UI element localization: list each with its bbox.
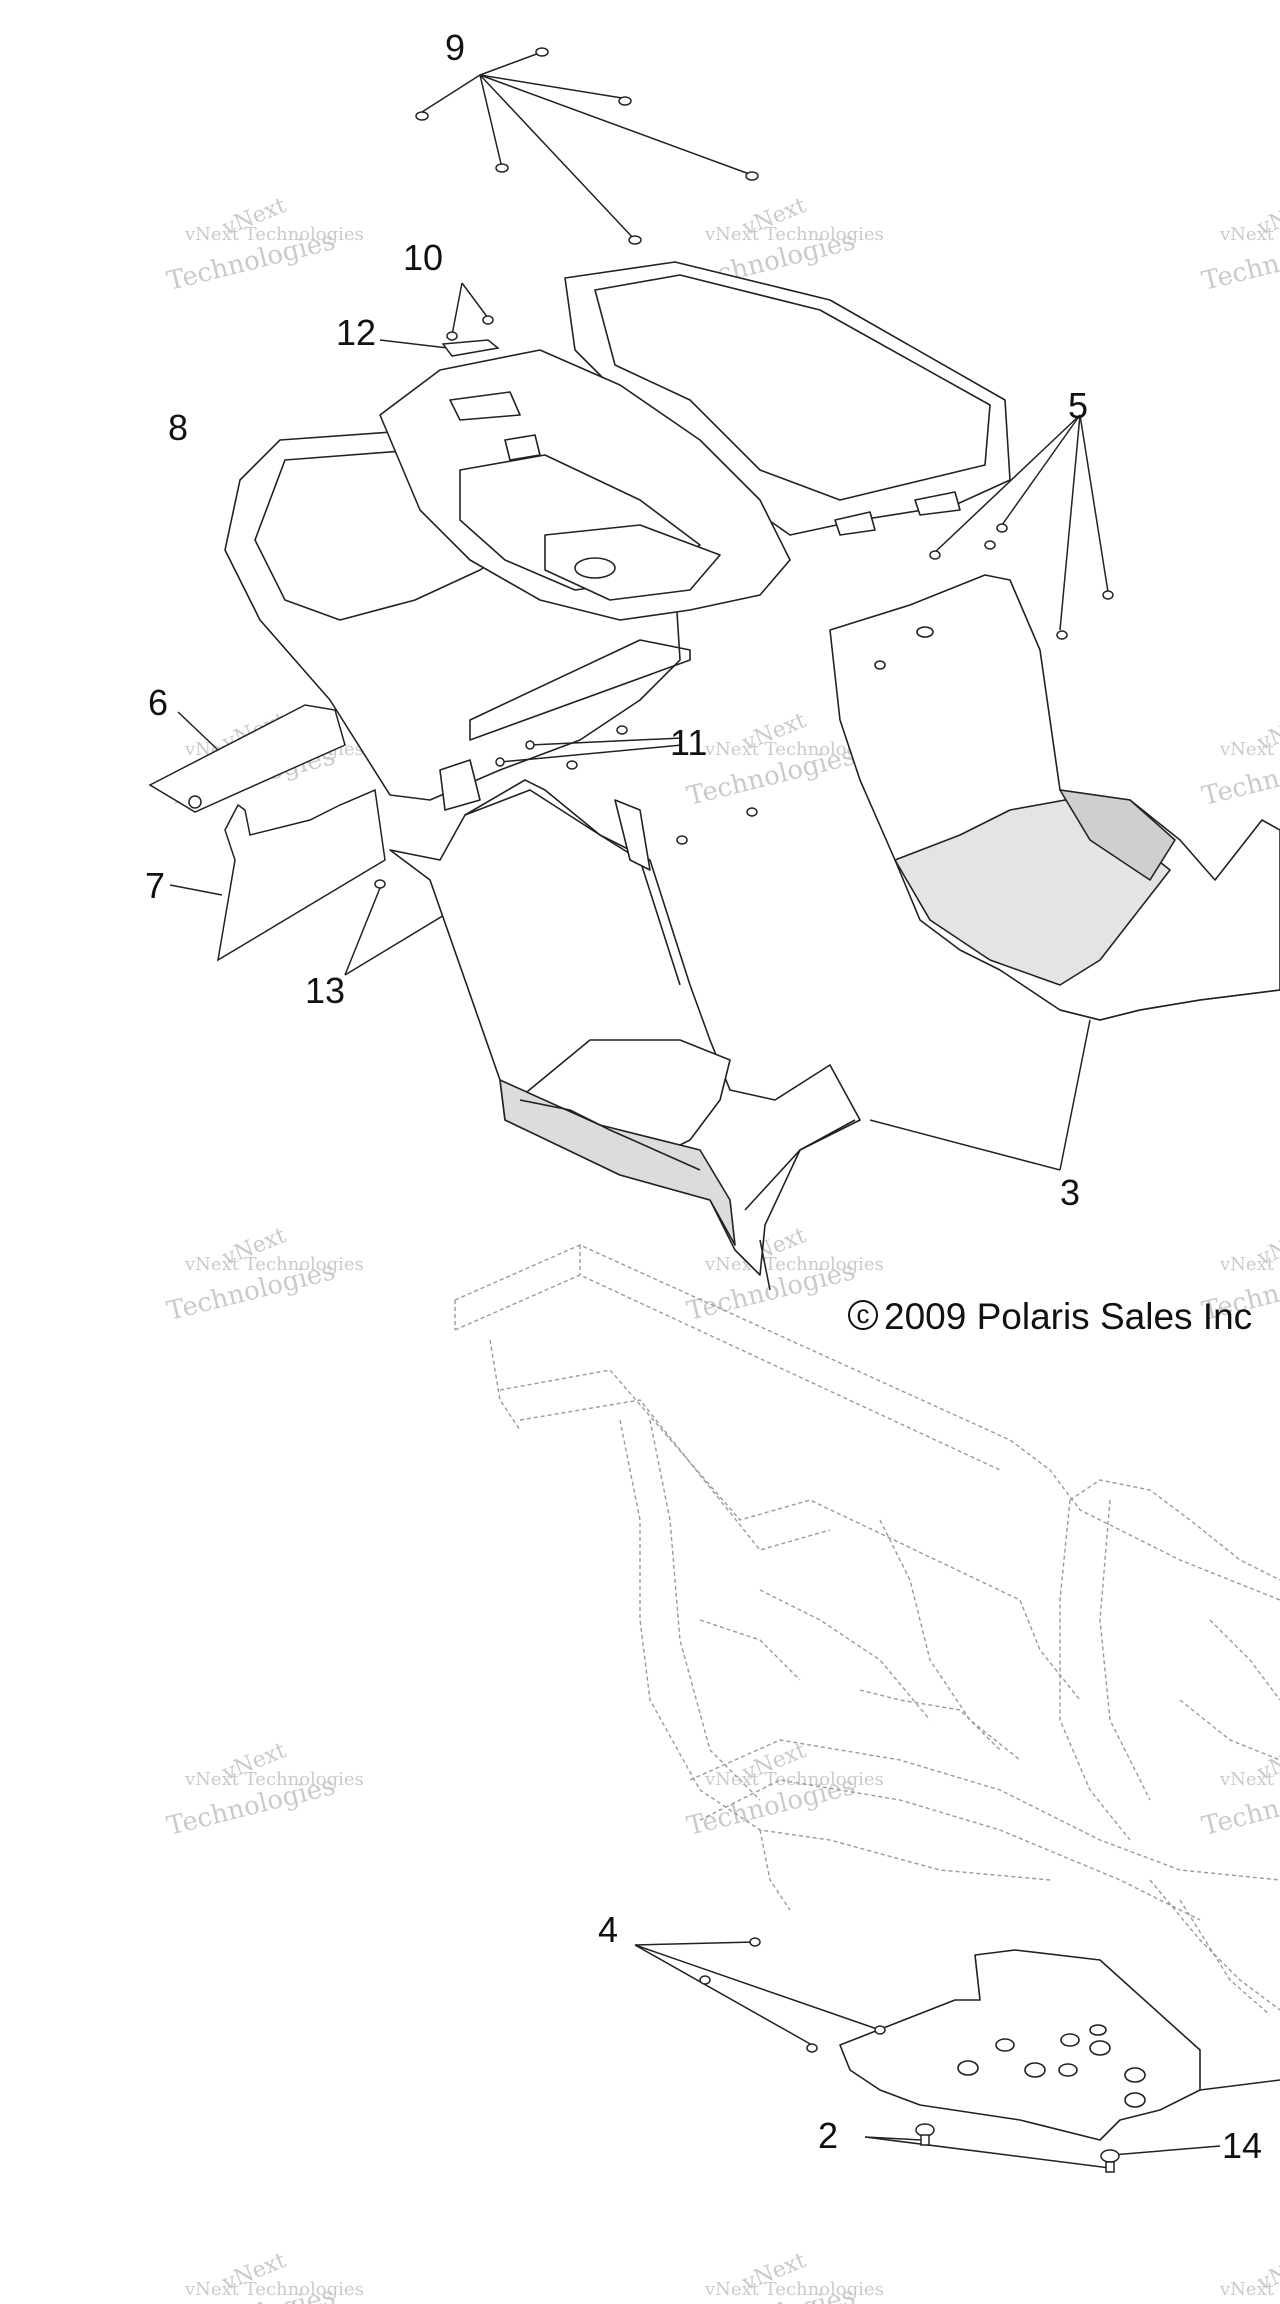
callout-6: 6 [148,682,168,723]
callout-4: 4 [598,1909,618,1950]
copyright-text: 2009 Polaris Sales Inc [884,1296,1253,1337]
part-2-14-fasteners [864,2123,1221,2173]
callout-9: 9 [445,27,465,68]
part-8-rear-fender [224,261,1011,811]
part-9-rivets [415,47,759,245]
part-6-7-pads [148,704,386,962]
part-3-left-footwell [389,779,861,1291]
part-3-right-footwell [829,574,1280,1021]
callout-7: 7 [145,865,165,906]
callout-8: 8 [168,407,188,448]
callout-12: 12 [336,312,376,353]
part-5-screws [929,414,1114,640]
part-14-skid-plate [839,1949,1280,2141]
callout-5: 5 [1068,385,1088,426]
part-10-12-fasteners [379,282,500,357]
callout-3: 3 [1060,1172,1080,1213]
callout-10: 10 [403,237,443,278]
part-11-screws [495,725,758,845]
callout-14: 14 [1222,2125,1262,2166]
callout-labels: 9 10 12 8 5 6 11 7 13 3 4 2 14 [145,27,1262,2166]
part-4-nuts [634,1937,886,2053]
callout-11: 11 [670,722,707,763]
frame-assembly [454,1244,1280,2016]
callout-2: 2 [818,2115,838,2156]
copyright-symbol: c [848,1300,878,1331]
callout-13: 13 [305,970,345,1011]
part-3-leaders [869,1019,1091,1171]
